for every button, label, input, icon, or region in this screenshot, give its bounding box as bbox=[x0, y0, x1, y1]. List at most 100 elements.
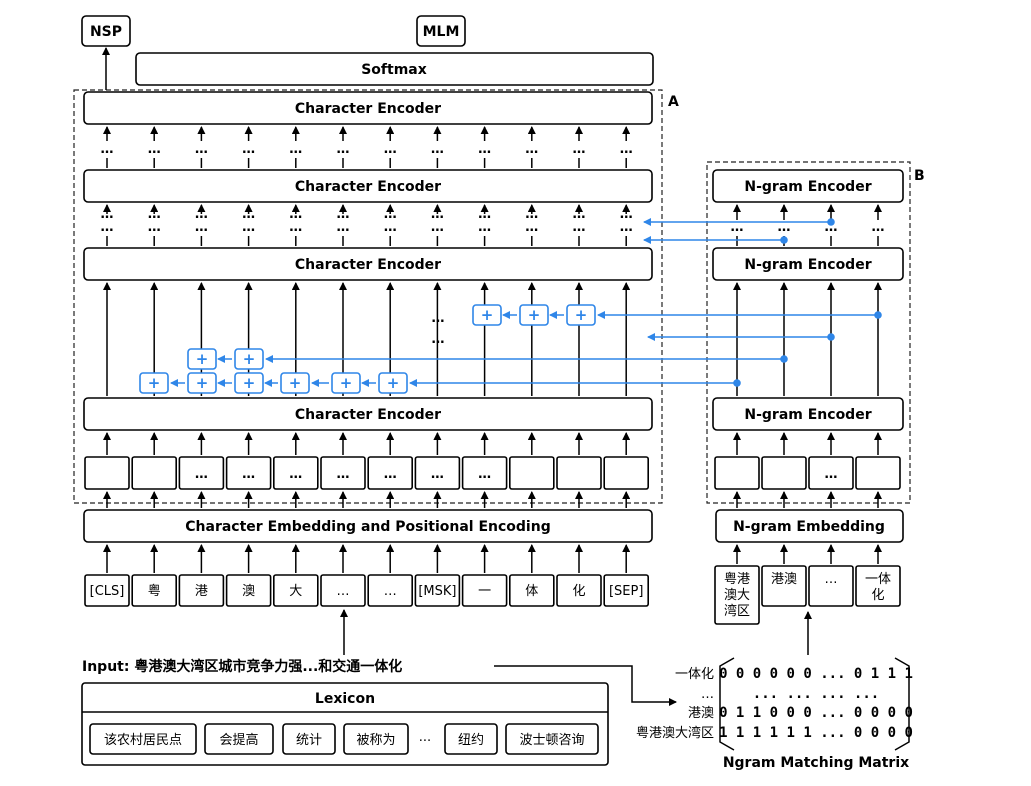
ngram-layer-ellipsis: … bbox=[872, 220, 885, 235]
embedding-slot-ellipsis: … bbox=[195, 467, 208, 482]
plus-icon: + bbox=[148, 374, 161, 392]
ngram-slot bbox=[761, 456, 807, 490]
input-token-box bbox=[556, 574, 602, 607]
layer-ellipsis: … bbox=[573, 220, 586, 235]
character-encoder-3-label: Character Encoder bbox=[295, 179, 441, 195]
plus-icon: + bbox=[289, 374, 302, 392]
layer-ellipsis: … bbox=[525, 142, 538, 157]
layer-ellipsis: … bbox=[525, 220, 538, 235]
plus-icon: + bbox=[340, 374, 353, 392]
ngram-embedding-box bbox=[715, 509, 904, 543]
layer-ellipsis: … bbox=[478, 220, 491, 235]
layer-ellipsis: … bbox=[289, 220, 302, 235]
input-token-box bbox=[131, 574, 177, 607]
layer-ellipsis: … bbox=[431, 142, 444, 157]
softmax-box bbox=[135, 52, 654, 86]
layer-ellipsis: … bbox=[478, 142, 491, 157]
plus-node bbox=[234, 348, 264, 370]
character-encoder-2-label: Character Encoder bbox=[295, 257, 441, 273]
input-sentence: Input: 粤港澳大湾区城市竞争力强...和交通一体化 bbox=[82, 658, 402, 675]
region-a-label: A bbox=[668, 94, 679, 110]
matrix-row: ... ... ... ... bbox=[753, 686, 879, 702]
matrix-row-label: 粤港澳大湾区 bbox=[636, 725, 714, 741]
embedding-slot bbox=[603, 456, 650, 490]
embedding-slot bbox=[84, 456, 130, 490]
plus-node bbox=[519, 304, 549, 326]
embedding-slot-ellipsis: … bbox=[431, 467, 444, 482]
ngram-slot bbox=[714, 456, 760, 490]
matrix-row: 1 1 1 1 1 1 ... 0 0 0 0 bbox=[719, 725, 913, 741]
layer-ellipsis: … bbox=[195, 142, 208, 157]
lexicon-word: 被称为 bbox=[356, 733, 395, 748]
embedding-slot bbox=[320, 456, 366, 490]
embedding-slot bbox=[508, 456, 555, 490]
character-embedding-label: Character Embedding and Positional Encod… bbox=[185, 519, 550, 535]
layer-ellipsis: … bbox=[384, 142, 397, 157]
ngram-token: 一体 bbox=[865, 572, 891, 587]
matrix-row: 0 0 0 0 0 0 ... 0 1 1 1 bbox=[719, 666, 913, 682]
nsp-box bbox=[81, 15, 131, 47]
layer-ellipsis: … bbox=[148, 220, 161, 235]
region-a-boundary bbox=[73, 89, 663, 504]
input-token-box bbox=[414, 574, 461, 607]
plus-icon: + bbox=[243, 374, 256, 392]
layer-ellipsis: … bbox=[101, 220, 114, 235]
embedding-slot bbox=[225, 456, 272, 490]
embedding-slot-ellipsis: … bbox=[242, 467, 255, 482]
character-encoder-3 bbox=[83, 169, 653, 203]
layer-ellipsis: … bbox=[242, 142, 255, 157]
ngram-token: 湾区 bbox=[724, 603, 750, 619]
plus-icon: + bbox=[387, 374, 400, 392]
lexicon-word-box bbox=[204, 723, 274, 755]
ngram-columns: 粤港澳大湾区…港澳…………一体化… bbox=[714, 204, 901, 625]
input-token-box bbox=[461, 574, 508, 607]
ngram-token-box bbox=[855, 565, 901, 607]
ngram-to-character-links bbox=[170, 218, 882, 387]
character-encoder-1 bbox=[83, 397, 653, 431]
layer-ellipsis: … bbox=[337, 142, 350, 157]
encoder-gap-ellipsis-1: … bbox=[432, 311, 445, 326]
mlm-label: MLM bbox=[423, 24, 460, 40]
ngram-token: … bbox=[825, 572, 838, 587]
character-encoder-top bbox=[83, 91, 653, 125]
matrix-row-label: … bbox=[701, 687, 714, 702]
embedding-slot bbox=[367, 456, 414, 490]
input-token: [CLS] bbox=[90, 584, 125, 599]
ngram-encoder-bottom-label: N-gram Encoder bbox=[744, 407, 871, 423]
ngram-embedding-label: N-gram Embedding bbox=[733, 519, 885, 535]
input-token-box bbox=[225, 574, 272, 607]
layer-ellipsis: … bbox=[242, 220, 255, 235]
input-token: … bbox=[337, 584, 350, 599]
embedding-slot-ellipsis: … bbox=[478, 467, 491, 482]
input-token: 港 bbox=[195, 584, 208, 599]
embedding-slot-ellipsis: … bbox=[384, 467, 397, 482]
matrix-row: 0 1 1 0 0 0 ... 0 0 0 0 bbox=[719, 705, 913, 721]
lexicon-word-box bbox=[282, 723, 336, 755]
mlm-box bbox=[416, 15, 466, 47]
input-token: 化 bbox=[572, 584, 585, 599]
lexicon-title: Lexicon bbox=[315, 691, 375, 707]
nsp-label: NSP bbox=[90, 24, 122, 40]
ngram-token: 粤港 bbox=[724, 571, 750, 587]
plus-node bbox=[378, 372, 408, 394]
matrix-row-label: 一体化 bbox=[675, 667, 714, 682]
layer-ellipsis: … bbox=[573, 142, 586, 157]
input-token-box bbox=[272, 574, 319, 607]
plus-node bbox=[472, 304, 502, 326]
lexicon-word-box bbox=[505, 723, 599, 755]
lexicon-word-list: 该农村居民点会提高统计被称为···纽约波士顿咨询 bbox=[89, 723, 599, 755]
input-token-box bbox=[178, 574, 225, 607]
layer-ellipsis: … bbox=[620, 220, 633, 235]
plus-icon: + bbox=[243, 350, 256, 368]
layer-ellipsis: … bbox=[148, 142, 161, 157]
character-encoder-1-label: Character Encoder bbox=[295, 407, 441, 423]
input-token: … bbox=[384, 584, 397, 599]
layer-ellipsis: … bbox=[101, 142, 114, 157]
input-token-box bbox=[367, 574, 414, 607]
input-token-box bbox=[603, 574, 650, 607]
matrix-right-bracket bbox=[894, 657, 910, 751]
input-token: 粤 bbox=[148, 583, 161, 599]
matrix-left-bracket bbox=[719, 657, 735, 751]
lexicon-word-box bbox=[444, 723, 498, 755]
